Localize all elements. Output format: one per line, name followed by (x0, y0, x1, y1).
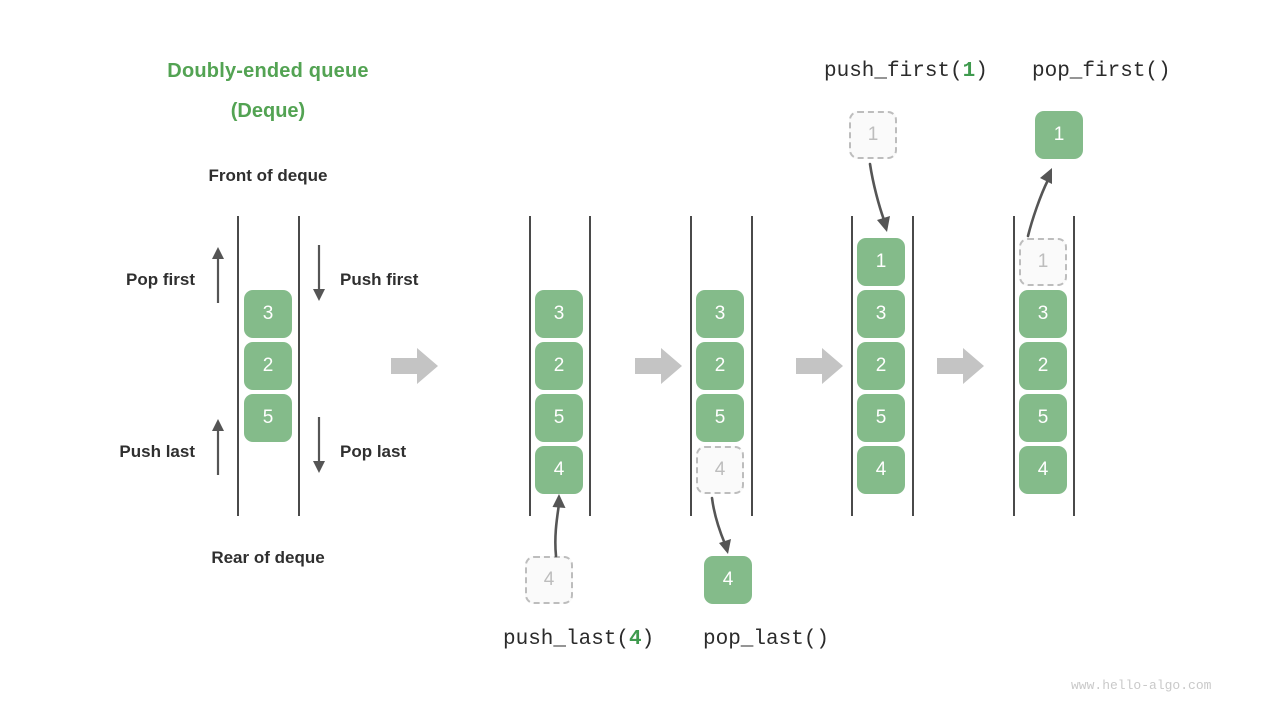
op-pop-first-label: pop_first() (1032, 60, 1171, 83)
push-first-label: Push first (340, 270, 419, 289)
pop-first-output-cell: 1 (1035, 111, 1083, 159)
pop-last-flow-arrow-icon (700, 496, 746, 558)
op-push-first-arg: 1 (962, 60, 976, 83)
transition-arrow-icon (937, 346, 985, 386)
push-first-input-cell: 1 (849, 111, 897, 159)
step1-cell: 4 (535, 446, 583, 494)
page-subtitle: (Deque) (230, 100, 306, 122)
transition-arrow-icon (635, 346, 683, 386)
step4-rail-left (1013, 216, 1015, 516)
page-title: Doubly-ended queue (167, 60, 369, 82)
step3-rail-left (851, 216, 853, 516)
step1-rail-left (529, 216, 531, 516)
step1-cell: 5 (535, 394, 583, 442)
step3-cell: 5 (857, 394, 905, 442)
step4-cell-ghost: 1 (1019, 238, 1067, 286)
op-push-first-label: push_first(1) (824, 60, 988, 83)
step2-rail-right (751, 216, 753, 516)
op-push-first-close: ) (975, 60, 988, 83)
op-push-last-label: push_last(4) (503, 628, 654, 651)
step4-rail-right (1073, 216, 1075, 516)
step3-rail-right (912, 216, 914, 516)
op-push-last-arg: 4 (629, 628, 642, 651)
step2-cell: 3 (696, 290, 744, 338)
push-last-input-cell: 4 (525, 556, 573, 604)
front-of-deque-label: Front of deque (208, 166, 328, 185)
step4-cell: 5 (1019, 394, 1067, 442)
concept-cell: 2 (244, 342, 292, 390)
watermark: www.hello-algo.com (1071, 678, 1212, 693)
pop-last-arrow-icon (310, 417, 328, 475)
push-last-flow-arrow-icon (540, 492, 580, 558)
pop-first-label: Pop first (126, 270, 195, 289)
step4-cell: 4 (1019, 446, 1067, 494)
step1-cell: 2 (535, 342, 583, 390)
step4-cell: 2 (1019, 342, 1067, 390)
step4-cell: 3 (1019, 290, 1067, 338)
push-last-arrow-icon (209, 417, 227, 475)
step1-rail-right (589, 216, 591, 516)
rear-of-deque-label: Rear of deque (211, 548, 325, 567)
step3-cell: 4 (857, 446, 905, 494)
step2-cell: 2 (696, 342, 744, 390)
pop-first-arrow-icon (209, 245, 227, 303)
op-push-last-close: ) (641, 628, 655, 651)
op-pop-last-label: pop_last() (703, 628, 830, 651)
step2-cell: 5 (696, 394, 744, 442)
step3-cell: 1 (857, 238, 905, 286)
pop-first-flow-arrow-icon (1014, 162, 1066, 238)
op-push-first-name: push_first( (824, 60, 963, 83)
push-last-label: Push last (119, 442, 195, 461)
push-first-arrow-icon (310, 245, 328, 303)
concept-cell: 5 (244, 394, 292, 442)
step1-cell: 3 (535, 290, 583, 338)
push-first-flow-arrow-icon (860, 162, 906, 236)
op-push-last-name: push_last( (503, 628, 630, 651)
step3-cell: 2 (857, 342, 905, 390)
pop-last-output-cell: 4 (704, 556, 752, 604)
deque-rail-right (298, 216, 300, 516)
transition-arrow-icon (796, 346, 844, 386)
concept-cell: 3 (244, 290, 292, 338)
step2-rail-left (690, 216, 692, 516)
deque-rail-left (237, 216, 239, 516)
transition-arrow-icon (391, 346, 439, 386)
step2-cell-ghost: 4 (696, 446, 744, 494)
step3-cell: 3 (857, 290, 905, 338)
pop-last-label: Pop last (340, 442, 407, 461)
